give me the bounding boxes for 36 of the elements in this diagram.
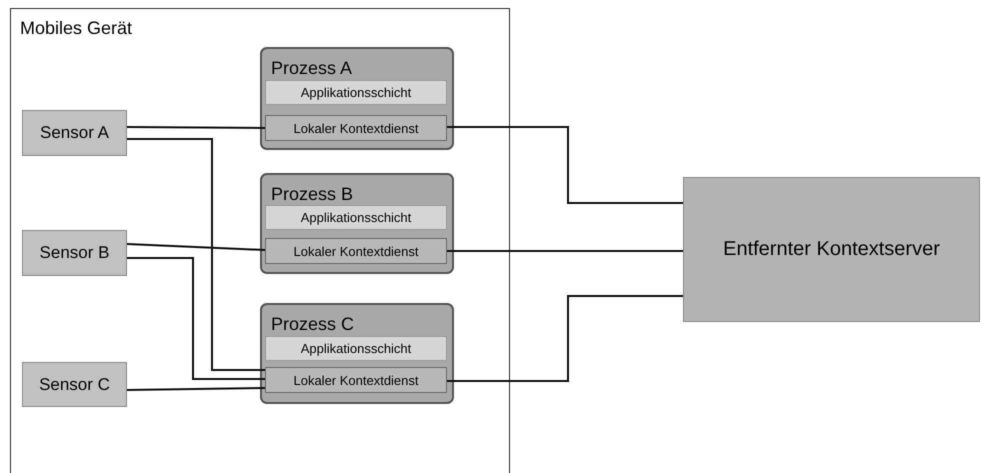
sensor-box: [22, 110, 127, 156]
connector-line: [126, 243, 266, 251]
node-label: Sensor A: [40, 123, 109, 143]
connector-line: [127, 257, 265, 380]
process-box: [260, 173, 454, 274]
group-title: Prozess B: [271, 184, 354, 205]
connector-line: [447, 295, 683, 382]
node-label: Entfernter Kontextserver: [723, 238, 940, 261]
server-box: [683, 177, 980, 322]
process-box: [260, 303, 454, 404]
node-label: Lokaler Kontextdienst: [293, 120, 419, 136]
layer-box: [265, 80, 447, 105]
connector-line: [126, 387, 266, 391]
node-label: Lokaler Kontextdienst: [293, 244, 419, 258]
service-box: [265, 367, 447, 393]
group-title: Prozess A: [271, 58, 352, 79]
node-label: Lokaler Kontextdienst: [293, 372, 419, 388]
node-label: Applikationsschicht: [300, 341, 412, 356]
connector-line: [447, 126, 683, 204]
service-box: [265, 238, 447, 264]
node-label: Sensor C: [39, 374, 110, 394]
node-label: Applikationsschicht: [300, 85, 412, 100]
connector-line: [127, 126, 265, 129]
layer-box: [265, 205, 447, 230]
connector-line: [127, 138, 265, 371]
sensor-box: [22, 362, 127, 407]
group-title: Prozess C: [271, 314, 354, 335]
node-label: Sensor B: [40, 243, 110, 263]
group-title: Mobiles Gerät: [20, 18, 132, 39]
node-label: Applikationsschicht: [300, 210, 412, 225]
process-box: [260, 47, 454, 150]
service-box: [265, 115, 447, 141]
device-frame: [10, 8, 510, 473]
connector-line: [447, 250, 683, 252]
layer-box: [265, 336, 447, 361]
sensor-box: [22, 230, 127, 276]
